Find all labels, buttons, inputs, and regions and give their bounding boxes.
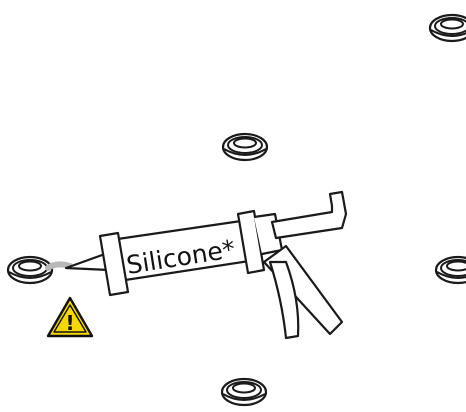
warning-triangle-icon: !: [48, 298, 92, 336]
pad-top-right-icon: [430, 15, 466, 41]
pad-center-top-icon: [223, 134, 267, 160]
caulking-gun-icon: Silicone*: [66, 192, 346, 338]
pad-bottom-icon: [222, 379, 266, 405]
pad-left-icon: [8, 257, 52, 283]
pad-right-icon: [436, 257, 466, 283]
warning-symbol: !: [65, 311, 74, 335]
